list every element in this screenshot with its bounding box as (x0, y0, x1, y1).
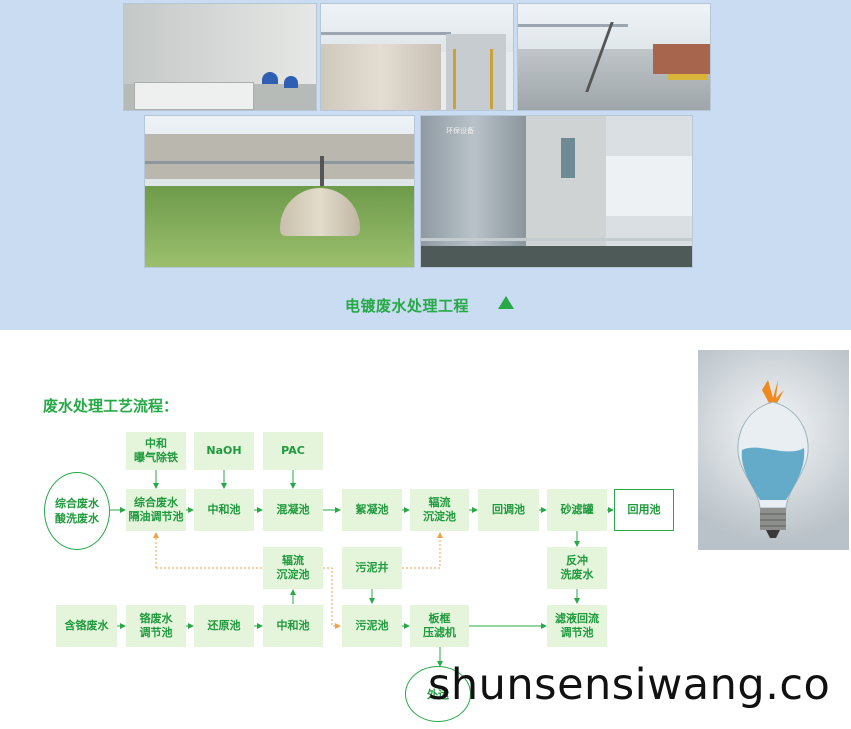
node-filtrate-return-tank: 滤液回流 调节池 (547, 605, 607, 647)
process-flow-title: 废水处理工艺流程： (43, 397, 179, 415)
node-pac: PAC (263, 432, 323, 470)
node-equalization-tank: 综合废水 隔油调节池 (126, 489, 186, 531)
photo-rooftop-stairs (517, 3, 711, 111)
node-return-adjust-tank: 回调池 (478, 489, 539, 531)
node-chrome-wastewater: 含铬废水 (56, 605, 117, 647)
node-mixed-wastewater-source: 综合废水 酸洗废水 (44, 472, 110, 550)
banner-title: 电镀废水处理工程 (345, 297, 470, 315)
photo-tank-room (123, 3, 317, 111)
node-filter-press: 板框 压滤机 (410, 605, 469, 647)
node-radial-settling-tank: 辐流 沉淀池 (410, 489, 469, 531)
node-flocculation-tank: 絮凝池 (342, 489, 402, 531)
project-banner: 环保设备 电镀废水处理工程 (0, 0, 851, 330)
node-chrome-neutralization: 中和池 (263, 605, 323, 647)
node-reduction-tank: 还原池 (194, 605, 254, 647)
node-sludge-outlet: 外运 (405, 666, 471, 722)
node-sludge-well: 污泥井 (342, 547, 402, 589)
node-neutralization-tank: 中和池 (194, 489, 254, 531)
node-sand-filter: 砂滤罐 (547, 489, 607, 531)
node-radial-settling-tank-2: 辐流 沉淀池 (263, 547, 323, 589)
node-coagulation-tank: 混凝池 (263, 489, 323, 531)
node-sludge-tank: 污泥池 (342, 605, 402, 647)
watermark-text: shunsensiwang.co (428, 660, 831, 710)
node-chrome-equalization: 铬废水 调节池 (126, 605, 186, 647)
node-naoh: NaOH (194, 432, 254, 470)
photo-round-tank (320, 3, 514, 111)
triangle-up-icon (498, 296, 514, 309)
node-iron-removal: 中和 曝气除铁 (126, 432, 186, 470)
photo-equipment-tank: 环保设备 (420, 115, 693, 268)
node-reuse-tank: 回用池 (614, 489, 674, 531)
node-backwash-wastewater: 反冲 洗废水 (547, 547, 607, 589)
photo-settling-pond (144, 115, 415, 268)
lightbulb-water-image (698, 350, 849, 550)
